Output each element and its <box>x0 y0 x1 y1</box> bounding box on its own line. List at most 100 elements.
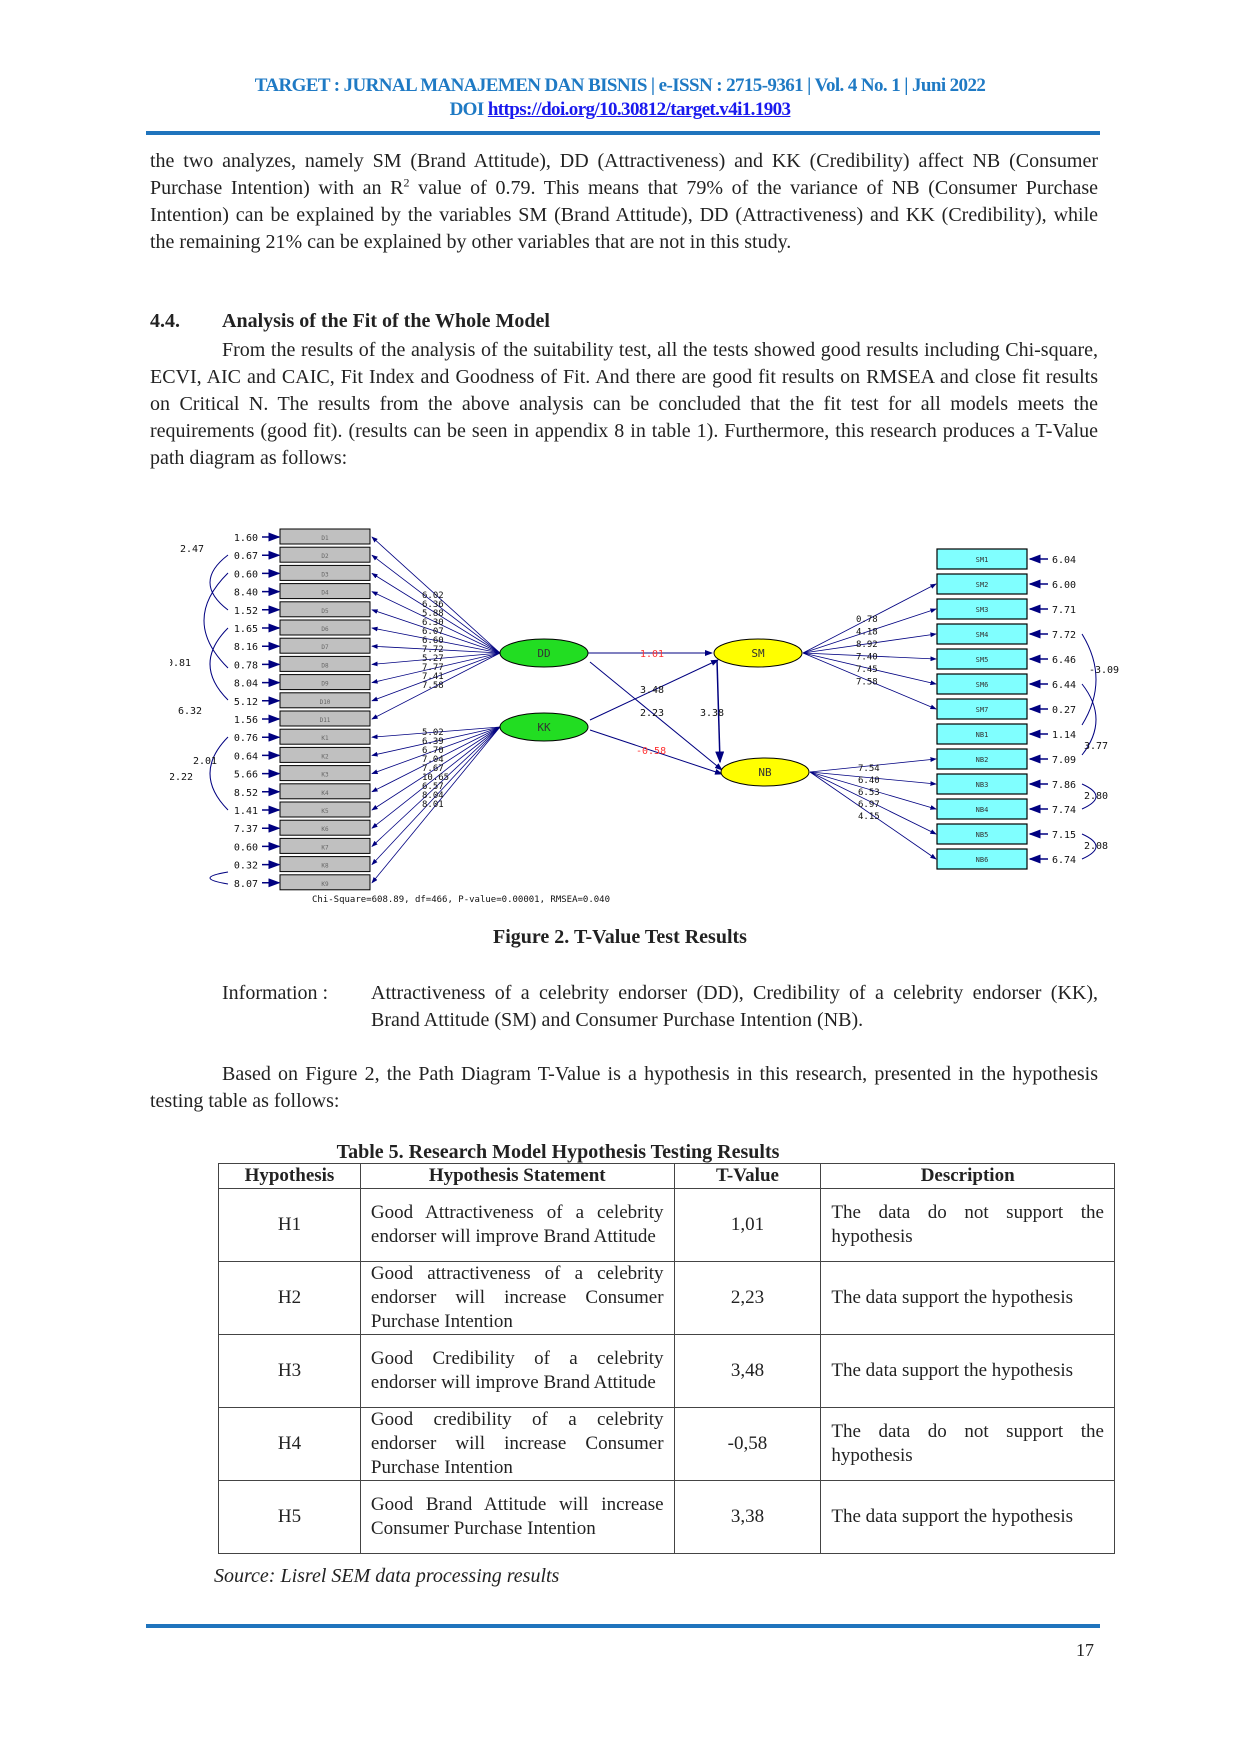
indicator-label: D11 <box>320 717 331 724</box>
kk-loading-value: 6.70 <box>422 746 444 756</box>
sm-loading-value: 7.45 <box>856 665 878 675</box>
dd-loading-value: 6.07 <box>422 627 444 637</box>
hypothesis-statement: Good Brand Attitude will increase Consum… <box>359 1480 675 1554</box>
error-value: 7.71 <box>1052 605 1076 616</box>
indicator-label: SM4 <box>976 631 989 639</box>
loading-path <box>802 652 937 686</box>
indicator-label: K3 <box>321 772 329 779</box>
loading-path <box>371 726 501 829</box>
description: The data do not support the hypothesis <box>820 1188 1115 1262</box>
t-value: 3,38 <box>673 1480 822 1554</box>
loading-path <box>809 771 937 810</box>
paragraph-r-squared: the two analyzes, namely SM (Brand Attit… <box>150 148 1098 256</box>
error-value: 7.72 <box>1052 630 1076 641</box>
loading-path <box>371 726 501 757</box>
description: The data support the hypothesis <box>820 1480 1115 1554</box>
loading-path <box>371 652 501 684</box>
table-header-row: Hypothesis Hypothesis Statement T-Value … <box>218 1163 1115 1189</box>
nb-loading-value: 7.54 <box>858 764 880 774</box>
error-value: 0.64 <box>234 751 258 762</box>
footer-rule <box>146 1624 1100 1628</box>
fit-statistics: Chi-Square=608.89, df=466, P-value=0.000… <box>312 895 610 905</box>
indicator-label: SM5 <box>976 656 989 664</box>
kk-loading-value: 5.02 <box>422 728 444 738</box>
dd-loading-value: 7.77 <box>422 663 444 673</box>
path-value-kk-nb: -0.58 <box>636 746 666 757</box>
error-value: 7.74 <box>1052 805 1076 816</box>
section-number: 4.4. <box>150 310 180 332</box>
indicator-label: D4 <box>321 590 329 597</box>
error-value: 1.41 <box>234 806 258 817</box>
loading-path <box>802 652 937 662</box>
loading-path <box>371 609 501 654</box>
indicator-box <box>936 548 1028 570</box>
indicator-box <box>936 598 1028 620</box>
nb-loading-value: 6.40 <box>858 776 880 786</box>
indicator-label: K6 <box>321 826 329 833</box>
loading-path <box>809 771 937 860</box>
indicator-label: K9 <box>321 881 329 888</box>
dd-loading-value: 6.60 <box>422 636 444 646</box>
table-title: Table 5. Research Model Hypothesis Testi… <box>336 1141 780 1163</box>
covariance-value: 2.01 <box>193 756 217 767</box>
indicator-box <box>936 823 1028 845</box>
t-value: 1,01 <box>673 1188 822 1262</box>
indicator-label: NB5 <box>976 831 989 839</box>
indicator-label: D9 <box>321 681 329 688</box>
kk-loading-value: 6.39 <box>422 737 444 747</box>
latent-nb <box>720 757 810 787</box>
superscript: 2 <box>403 175 410 190</box>
indicator-label: K5 <box>321 808 329 815</box>
indicator-label: SM6 <box>976 681 989 689</box>
indicator-box <box>936 573 1028 595</box>
kk-loading-value: 6.57 <box>422 782 444 792</box>
error-value: 6.46 <box>1052 655 1076 666</box>
sm-loading-value: 8.92 <box>856 640 878 650</box>
col-hypothesis: Hypothesis <box>218 1163 361 1189</box>
error-value: 7.86 <box>1052 780 1076 791</box>
figure-caption: Figure 2. T-Value Test Results <box>493 926 747 948</box>
sm-loading-value: 7.58 <box>856 678 878 688</box>
error-value: 1.56 <box>234 715 258 726</box>
hypothesis-table: Hypothesis Hypothesis Statement T-Value … <box>218 1163 1115 1554</box>
loading-path <box>371 726 501 811</box>
error-value: 6.00 <box>1052 580 1076 591</box>
loading-path <box>371 554 501 654</box>
error-value: 5.66 <box>234 770 258 781</box>
hypothesis-statement: Good Attractiveness of a celebrity endor… <box>359 1188 675 1262</box>
error-value: 0.32 <box>234 861 258 872</box>
hypothesis-id: H4 <box>218 1407 361 1481</box>
doi-link[interactable]: https://doi.org/10.30812/target.v4i1.190… <box>487 99 791 120</box>
table-source: Source: Lisrel SEM data processing resul… <box>214 1565 560 1587</box>
indicator-label: K4 <box>321 790 329 797</box>
error-value: 5.12 <box>234 697 258 708</box>
loading-path <box>802 632 937 654</box>
loading-path <box>809 771 937 835</box>
error-value: 6.74 <box>1052 855 1076 866</box>
indicator-label: K2 <box>321 753 329 760</box>
error-value: 8.04 <box>234 679 258 690</box>
loading-path <box>371 726 501 884</box>
header-rule <box>146 131 1100 135</box>
indicator-label: D7 <box>321 644 329 651</box>
doi-label: DOI <box>449 99 485 120</box>
dd-loading-value: 6.36 <box>422 600 444 610</box>
indicator-box <box>936 798 1028 820</box>
dd-loading-value: 7.41 <box>422 672 444 682</box>
latent-label-nb: NB <box>758 766 772 779</box>
error-value: 8.07 <box>234 879 258 890</box>
indicator-label: D1 <box>321 535 329 542</box>
hypothesis-statement: Good Credibility of a celebrity endorser… <box>359 1334 675 1408</box>
error-value: 6.04 <box>1052 555 1076 566</box>
indicator-label: D10 <box>320 699 331 706</box>
col-description: Description <box>820 1163 1115 1189</box>
covariance-value: -3.09 <box>1089 665 1119 676</box>
loading-path <box>371 726 501 774</box>
loading-path <box>371 726 501 847</box>
nb-loading-value: 6.97 <box>858 800 880 810</box>
indicator-box <box>936 648 1028 670</box>
indicator-label: D3 <box>321 571 329 578</box>
nb-loading-value: 6.53 <box>858 788 880 798</box>
